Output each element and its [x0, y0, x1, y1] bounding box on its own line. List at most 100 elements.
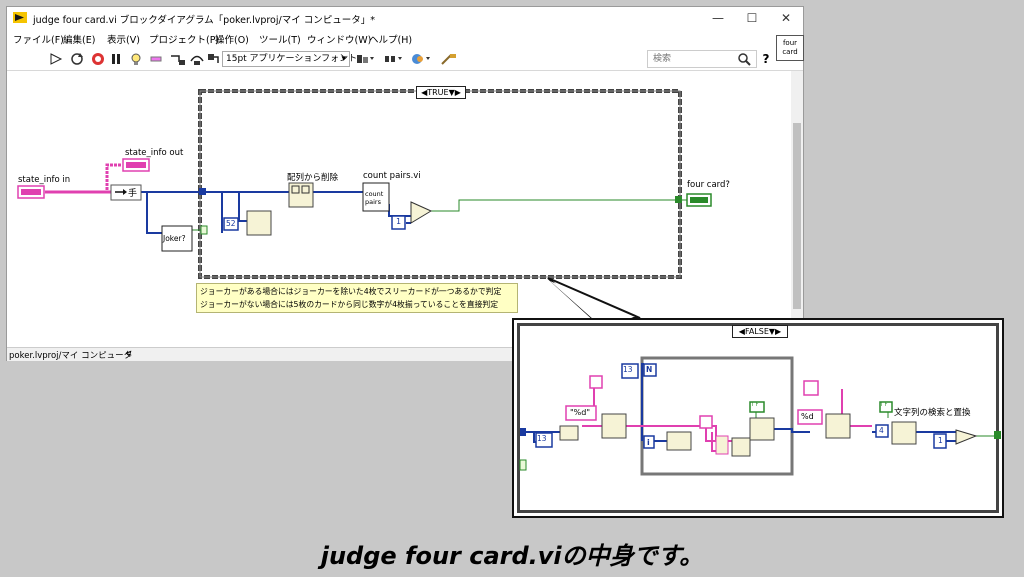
search-placeholder: 検索	[653, 54, 672, 64]
scrollbar-thumb[interactable]	[793, 123, 801, 309]
count-pairs-subvi[interactable]	[362, 182, 390, 212]
menu-bar: ファイル(F) 編集(E) 表示(V) プロジェクト(P) 操作(O) ツール(…	[7, 29, 803, 47]
case-structure-false[interactable]: ◀FALSE▼▶ 13 N "%d" 13 i %d 4 文字列の検索と置換 1…	[517, 323, 1001, 513]
title-bar: judge four card.vi ブロックダイアグラム「poker.lvpr…	[7, 7, 803, 29]
vertical-scrollbar[interactable]	[791, 71, 803, 347]
count-pairs-label: count pairs.vi	[363, 171, 421, 181]
loop-iteration-terminal	[643, 435, 655, 449]
close-button[interactable]: ✕	[780, 11, 792, 25]
case-selector-right-arrow-icon[interactable]: ▼▶	[448, 88, 461, 97]
distribute-objects-icon[interactable]	[383, 51, 405, 67]
string-constant-a[interactable]	[589, 375, 603, 389]
search-input[interactable]: 検索	[647, 50, 757, 68]
run-continuously-icon[interactable]	[69, 51, 85, 67]
window-title: judge four card.vi ブロックダイアグラム「poker.lvpr…	[33, 15, 375, 26]
step-over-icon[interactable]	[189, 51, 205, 67]
build-string-node[interactable]	[715, 435, 729, 455]
menu-view[interactable]: 表示(V)	[107, 35, 140, 46]
loop-count-terminal	[643, 363, 657, 377]
case-selector-left-arrow-icon[interactable]: ◀	[421, 88, 428, 97]
string-constant-b[interactable]	[699, 415, 713, 429]
diagram-wires	[17, 89, 712, 279]
boolean-constant-a-value: T F	[751, 402, 759, 408]
menu-tools[interactable]: ツール(T)	[259, 35, 301, 46]
match-pattern-node[interactable]	[731, 437, 751, 457]
loop-iteration-label: i	[647, 438, 650, 447]
boolean-constant-b[interactable]	[879, 401, 893, 413]
case-selector-false-right-arrow-icon[interactable]: ▼▶	[768, 327, 782, 336]
loop-count-label: N	[646, 365, 653, 374]
constant-13a[interactable]	[621, 363, 639, 379]
concatenate-node-b[interactable]	[825, 413, 851, 439]
context-help-button[interactable]: ?	[762, 52, 770, 66]
search-and-replace-node[interactable]	[891, 421, 917, 445]
chevron-down-icon: ▾	[341, 54, 346, 64]
case-selector-false-value: FALSE	[744, 327, 769, 336]
output-tunnel	[675, 196, 682, 203]
abort-icon[interactable]	[91, 51, 105, 67]
joker-subvi[interactable]	[161, 225, 193, 252]
align-objects-icon[interactable]	[355, 51, 375, 67]
case-selector-value: TRUE	[427, 88, 449, 97]
constant-1-false[interactable]	[933, 433, 947, 449]
step-out-icon[interactable]	[206, 51, 220, 67]
clean-up-diagram-icon[interactable]	[439, 51, 459, 67]
pause-icon[interactable]	[109, 51, 123, 67]
menu-help[interactable]: ヘルプ(H)	[369, 35, 413, 46]
greater-or-equal-node-false[interactable]	[955, 429, 978, 445]
string-constant-c[interactable]	[803, 380, 819, 396]
format-b-value: %d	[801, 412, 814, 421]
format-into-string-node-a[interactable]	[559, 425, 579, 441]
concatenate-node-a[interactable]	[601, 413, 627, 439]
boolean-constant-a[interactable]	[749, 401, 765, 413]
case-selector-false-left-arrow-icon[interactable]: ◀	[738, 327, 745, 336]
format-constant-b[interactable]	[797, 409, 823, 425]
step-into-icon[interactable]	[169, 51, 187, 67]
menu-file[interactable]: ファイル(F)	[13, 35, 64, 46]
state-info-in-label: state_info in	[18, 175, 71, 185]
maximize-button[interactable]: ☐	[746, 11, 758, 25]
constant-1[interactable]	[391, 215, 406, 230]
false-case-wires	[519, 356, 1001, 476]
connector-pane-text: four card	[782, 39, 798, 56]
highlight-execution-icon[interactable]	[129, 51, 143, 67]
greater-or-equal-node[interactable]	[410, 201, 433, 224]
joker-label: Joker?	[163, 234, 186, 243]
number-to-string-node[interactable]	[666, 431, 692, 451]
case-selector-false[interactable]: ◀FALSE▼▶	[732, 325, 788, 338]
font-selector[interactable]: 15pt アプリケーションフォント▾	[222, 51, 357, 67]
labview-icon	[13, 12, 27, 23]
search-node-a[interactable]	[749, 417, 775, 441]
selector-terminal	[200, 225, 208, 235]
diagram-comment[interactable]: ジョーカーがある場合にはジョーカーを除いた4枚でスリーカードが一つあるかで判定 …	[196, 283, 518, 313]
retain-wire-values-icon[interactable]	[149, 51, 163, 67]
constant-13b[interactable]	[535, 432, 553, 448]
delete-from-array-label: 配列から削除	[287, 173, 339, 183]
constant-1-false-value: 1	[938, 436, 943, 445]
constant-13b-value: 13	[537, 434, 547, 443]
menu-project[interactable]: プロジェクト(P)	[149, 35, 220, 46]
format-a-value: "%d"	[570, 408, 591, 417]
search-icon[interactable]	[737, 51, 751, 67]
constant-4[interactable]	[875, 424, 889, 438]
constant-1-value: 1	[396, 217, 402, 226]
scroll-left-arrow-icon[interactable]: <	[125, 349, 133, 359]
input-tunnel	[199, 188, 206, 195]
minimize-button[interactable]: —	[712, 11, 724, 25]
case-selector-true[interactable]: ◀TRUE▼▶	[416, 86, 466, 99]
constant-4-value: 4	[879, 426, 884, 435]
format-constant-a[interactable]	[565, 405, 597, 421]
comment-line-2: ジョーカーがない場合には5枚のカードから同じ数字が4枚揃っていることを直接判定	[200, 300, 499, 309]
connector-pane-icon[interactable]: four card	[776, 35, 804, 61]
toolbar: 15pt アプリケーションフォント▾ 検索 ?	[7, 47, 803, 71]
run-arrow-icon[interactable]	[49, 51, 63, 67]
menu-operate[interactable]: 操作(O)	[215, 35, 249, 46]
for-loop[interactable]	[640, 356, 794, 476]
menu-window[interactable]: ウィンドウ(W)	[307, 35, 372, 46]
project-path[interactable]: poker.lvproj/マイ コンピュータ	[9, 351, 133, 361]
caption: judge four card.viの中身です。	[320, 542, 704, 570]
array-index-node[interactable]	[246, 210, 272, 236]
menu-edit[interactable]: 編集(E)	[63, 35, 96, 46]
constant-52[interactable]	[223, 217, 239, 231]
reorder-icon[interactable]	[411, 51, 433, 67]
